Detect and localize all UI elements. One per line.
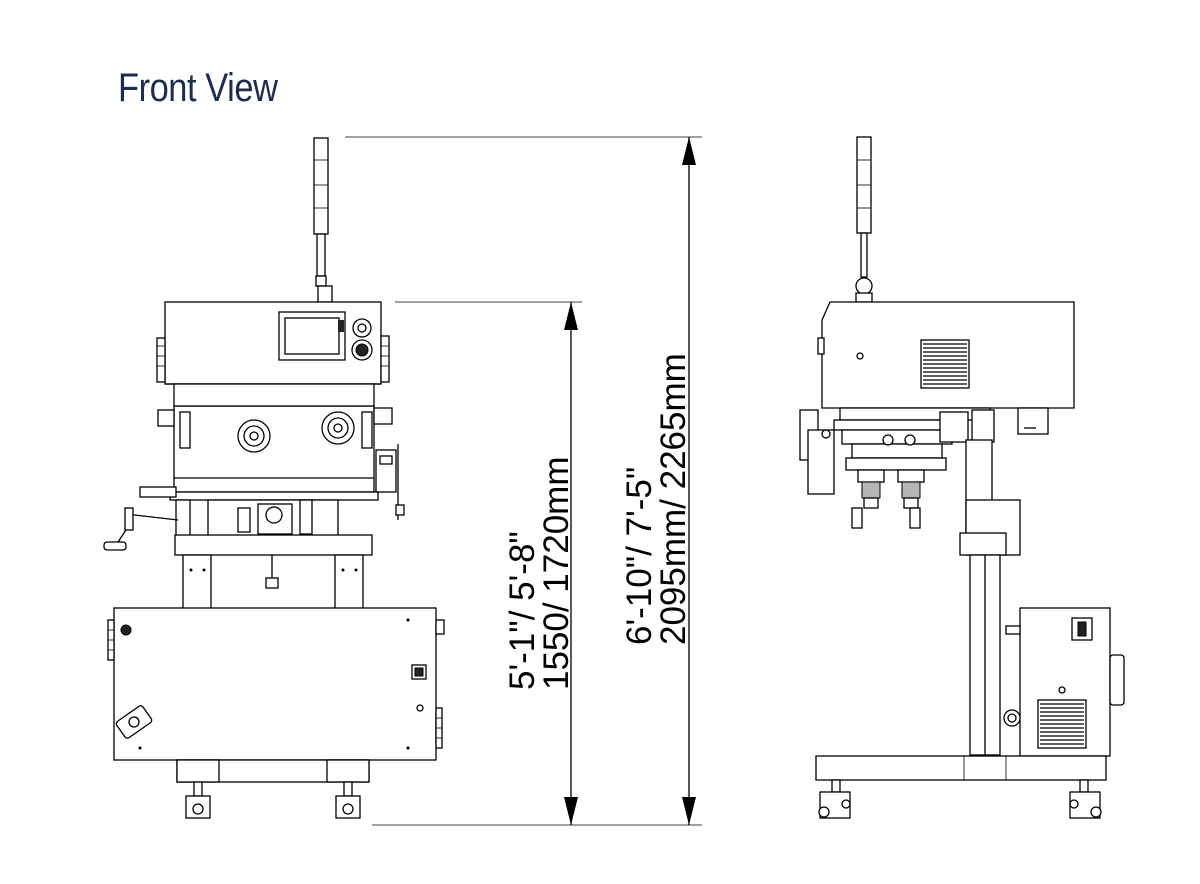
dimension-label-inner: 5'-1"/ 5'-8" 1550/ 1720mm (503, 457, 576, 690)
dimension-lines (345, 136, 702, 826)
stack-light (313, 137, 329, 235)
outer-dim-imperial: 6'-10"/ 7'-5" (620, 467, 659, 645)
base-frame (815, 755, 1107, 781)
dimension-label-outer: 6'-10"/ 7'-5" 2095mm/ 2265mm (620, 353, 693, 645)
knob-icon (120, 624, 132, 636)
side-view-machine (799, 136, 1125, 819)
caster-icon (185, 781, 211, 819)
outer-dim-metric: 2095mm/ 2265mm (654, 353, 693, 645)
caster-icon (1069, 779, 1102, 819)
caster-icon (818, 779, 851, 819)
electrical-enclosure (113, 607, 437, 761)
caster-icon (335, 781, 361, 819)
disconnect-handle-icon (115, 705, 153, 739)
page-title: Front View (118, 66, 278, 110)
inner-dim-imperial: 5'-1"/ 5'-8" (503, 531, 542, 690)
front-view-machine (103, 137, 445, 819)
control-box (164, 301, 382, 385)
table-top (174, 534, 373, 556)
inner-dim-metric: 1550/ 1720mm (537, 457, 576, 690)
